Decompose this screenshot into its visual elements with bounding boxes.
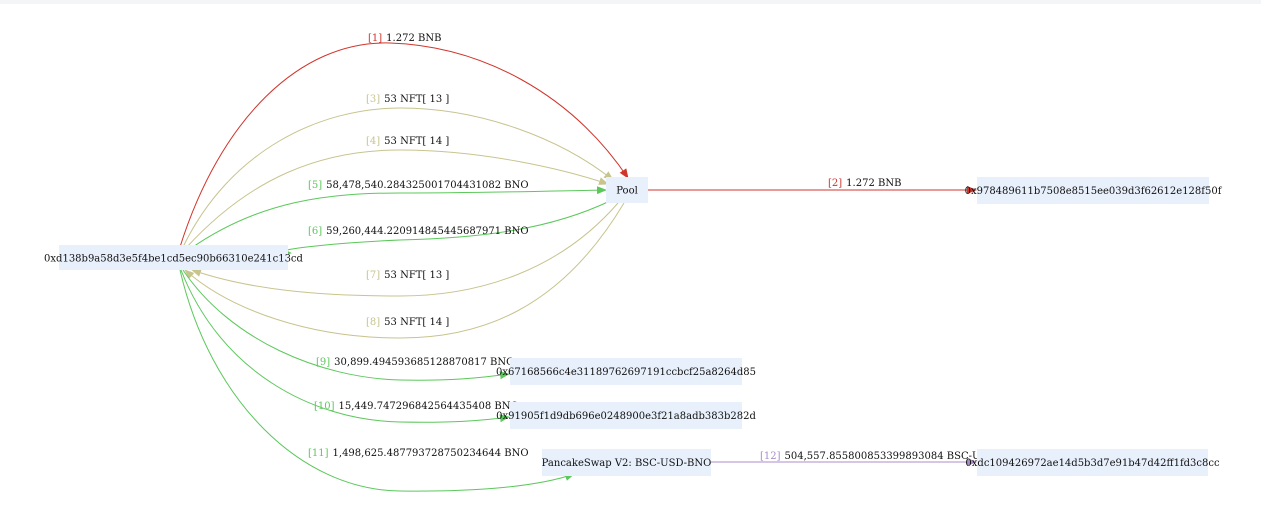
edge-labels: [1]1.272 BNB [2]1.272 BNB [3]53 NFT[ 13 …	[308, 33, 995, 462]
node-source-label: 0xd138b9a58d3e5f4be1cd5ec90b66310e241c13…	[44, 254, 303, 265]
node-recv-10-label: 0x91905f1d9db696e0248900e3f21a8adb383b28…	[496, 411, 756, 422]
node-recv-9[interactable]: 0x67168566c4e31189762697191ccbcf25a8264d…	[496, 358, 756, 385]
edge-label-10: [10]15,449.747296842564435408 BNO	[314, 401, 519, 412]
edge-label-9: [9]30,899.494593685128870817 BNO	[316, 357, 514, 368]
edge-label-12: [12]504,557.855800853399893084 BSC-USD	[760, 451, 995, 462]
edge-3	[182, 107, 614, 248]
edge-label-3: [3]53 NFT[ 13 ]	[366, 94, 449, 105]
edge-label-8: [8]53 NFT[ 14 ]	[366, 317, 449, 328]
node-pancakeswap-label: PancakeSwap V2: BSC-USD-BNO	[542, 458, 712, 469]
edge-label-5: [5]58,478,540.284325001704431082 BNO	[308, 180, 529, 191]
edge-8	[184, 202, 625, 339]
node-recv-10[interactable]: 0x91905f1d9db696e0248900e3f21a8adb383b28…	[496, 402, 756, 429]
edge-4	[185, 149, 609, 249]
edge-6	[281, 199, 613, 257]
edge-label-2: [2]1.272 BNB	[828, 178, 901, 189]
edge-5	[189, 186, 607, 250]
edge-9	[182, 269, 510, 381]
node-source[interactable]: 0xd138b9a58d3e5f4be1cd5ec90b66310e241c13…	[44, 245, 304, 270]
node-recv-usd[interactable]: 0xdc109426972ae14d5b3d7e91b47d42ff1fd3c8…	[965, 449, 1220, 476]
edges	[179, 42, 977, 492]
node-pool-label: Pool	[616, 186, 638, 197]
node-recv-bnb-label: 0x978489611b7508e8515ee039d3f62612e128f5…	[965, 186, 1223, 197]
edge-label-7: [7]53 NFT[ 13 ]	[366, 270, 449, 281]
edge-label-6: [6]59,260,444.220914845445687971 BNO	[308, 226, 529, 237]
top-bar	[0, 0, 1261, 4]
edge-11	[179, 269, 575, 492]
edge-10	[180, 269, 510, 423]
node-recv-bnb[interactable]: 0x978489611b7508e8515ee039d3f62612e128f5…	[965, 177, 1223, 204]
node-recv-9-label: 0x67168566c4e31189762697191ccbcf25a8264d…	[496, 367, 756, 378]
edge-1	[179, 42, 629, 248]
node-pancakeswap[interactable]: PancakeSwap V2: BSC-USD-BNO	[542, 449, 712, 476]
edge-label-4: [4]53 NFT[ 14 ]	[366, 136, 449, 147]
edge-label-1: [1]1.272 BNB	[368, 33, 441, 44]
node-recv-usd-label: 0xdc109426972ae14d5b3d7e91b47d42ff1fd3c8…	[965, 458, 1220, 469]
node-pool[interactable]: Pool	[606, 177, 648, 203]
edge-label-11: [11]1,498,625.487793728750234644 BNO	[308, 448, 529, 459]
edge-7	[191, 202, 619, 297]
